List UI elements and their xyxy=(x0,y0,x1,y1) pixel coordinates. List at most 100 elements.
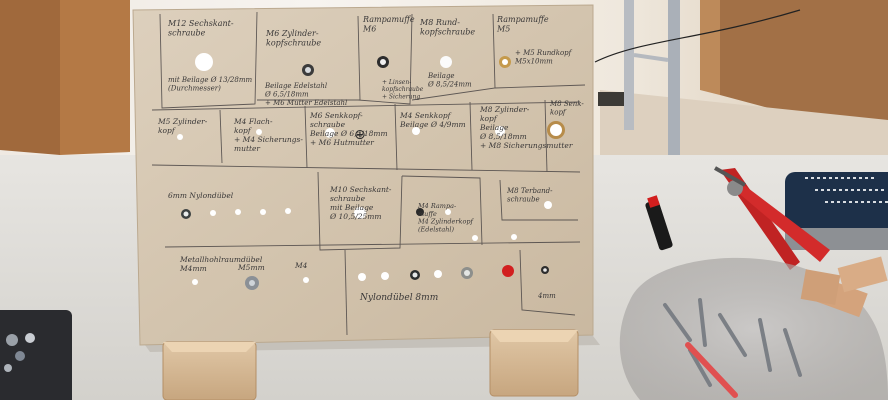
hole-m4-senk xyxy=(412,127,420,135)
label-m12b: mit Beilage Ø 13/28mm(Durchmesser) xyxy=(168,76,252,92)
label-line: Ø 10,5/25mm xyxy=(329,212,382,221)
label-line: M4 Rampa- xyxy=(417,202,456,210)
label-line: kopf xyxy=(234,126,252,135)
label-line: + Sicherung xyxy=(382,93,420,100)
label-line: M12 Sechskant- xyxy=(167,19,234,28)
hole-m4-flach xyxy=(256,129,262,135)
label-line: Beilage Edelstahl xyxy=(264,82,327,90)
label-line: M6 xyxy=(362,25,376,34)
label-line: M6 Senkkopf- xyxy=(309,111,363,120)
chair-leg xyxy=(624,0,634,130)
label-line: Beilage xyxy=(427,72,455,80)
label-line: M5x10mm xyxy=(514,57,553,65)
label-line: Beilage Ø 4/9mm xyxy=(399,120,466,129)
label-line: M5 Zylinder- xyxy=(157,117,208,126)
label-line: M8 Terband- xyxy=(506,187,553,195)
label-line: schraube xyxy=(507,195,540,203)
label-line: schraube xyxy=(168,29,206,38)
pliers xyxy=(714,166,830,270)
label-line: Beilage xyxy=(479,123,509,132)
label-line: Rampamuffe xyxy=(362,15,415,24)
label-line: kopf xyxy=(480,114,498,123)
label-m8sk: M8 Senk-kopf xyxy=(549,100,584,116)
hole-m4-ramp xyxy=(416,208,424,216)
label-line: muffe xyxy=(418,210,437,218)
display-board xyxy=(132,4,594,346)
label-line: M10 Sechskant- xyxy=(329,185,392,194)
label-line: Ø 6,5/18mm xyxy=(264,90,309,98)
label-ramp6b: + Linsen-kopfschraube+ Sicherung xyxy=(382,79,424,100)
label-4mm: 4mm xyxy=(537,292,556,300)
label-line: M8 Senk- xyxy=(549,100,584,108)
label-line: M4 Flach- xyxy=(233,117,273,126)
label-line: M6 Zylinder- xyxy=(265,29,319,38)
glue-tube xyxy=(645,195,673,251)
label-line: schraube xyxy=(330,194,366,203)
hole-m6-senk xyxy=(325,128,335,138)
label-line: kopfschraube xyxy=(382,86,424,93)
hole-metal-m4 xyxy=(192,279,198,285)
label-line: Ø 8,5/24mm xyxy=(427,80,472,88)
label-m8t: M8 Terband-schraube xyxy=(506,187,553,203)
label-line: Metallhohlraumdübel xyxy=(179,255,263,264)
hole-m10 xyxy=(354,207,366,219)
hole-red-dowel xyxy=(502,265,514,277)
label-m6z: M6 Zylinder-kopfschraube xyxy=(265,29,321,48)
label-line: M4mm xyxy=(179,264,207,273)
label-line: kopf xyxy=(158,126,176,135)
red-dowel xyxy=(685,342,738,398)
label-line: mutter xyxy=(234,144,260,153)
label-m5z: M5 Zylinder-kopf xyxy=(157,117,208,135)
label-nyl8: Nylondübel 8mm xyxy=(359,293,438,303)
label-line: + M8 Sicherungsmutter xyxy=(480,141,573,150)
label-line: M8 Zylinder- xyxy=(479,105,530,114)
board-labels: M12 Sechskant-schraube mit Beilage Ø 13/2… xyxy=(157,15,584,303)
screw-tray xyxy=(0,310,72,400)
label-nyl6: 6mm Nylondübel xyxy=(168,191,234,200)
label-line: + M4 Sicherungs- xyxy=(234,135,303,144)
hole-m12 xyxy=(195,53,213,71)
label-line: M8 Rund- xyxy=(419,18,460,27)
hole-m8-rund xyxy=(440,56,452,68)
label-line: kopf xyxy=(550,108,567,116)
svg-text:⊕: ⊕ xyxy=(354,127,366,143)
hole-m8-terband xyxy=(544,201,552,209)
label-line: (Durchmesser) xyxy=(168,84,221,92)
label-line: kopfschraube xyxy=(266,39,321,48)
hole-m4 xyxy=(303,277,309,283)
label-line: Rampamuffe xyxy=(496,15,549,24)
label-line: + M5 Rundkopf xyxy=(515,49,573,57)
wooden-wall-panel xyxy=(720,0,888,140)
label-m5mm: M5mm xyxy=(237,263,265,272)
label-line: kopfschraube xyxy=(420,28,475,37)
label-line: M4 Senkkopf xyxy=(399,111,452,120)
board-grid xyxy=(151,11,586,336)
hole-m8-zylinder xyxy=(495,126,505,136)
label-line: schraube xyxy=(310,120,346,129)
label-m4f: M4 Flach-kopf+ M4 Sicherungs-mutter xyxy=(233,117,303,153)
label-line: mit Beilage xyxy=(330,203,374,212)
label-line: (Edelstahl) xyxy=(418,225,454,233)
label-line: 6mm Nylondübel xyxy=(168,191,234,200)
label-line: Nylondübel 8mm xyxy=(359,293,438,303)
hole-nylon-8-a xyxy=(358,273,366,281)
label-line: M4 Zylinderkopf xyxy=(417,218,475,226)
label-line: + M6 Mutter Edelstahl xyxy=(265,99,347,107)
label-line: + Linsen- xyxy=(382,79,411,86)
label-line: Ø 8,5/18mm xyxy=(479,132,527,141)
label-line: 4mm xyxy=(537,292,556,300)
label-line: M5mm xyxy=(237,263,265,272)
label-line: M4 xyxy=(294,261,308,270)
label-line: M5 xyxy=(496,25,510,34)
holes: ⊕ xyxy=(177,53,565,290)
